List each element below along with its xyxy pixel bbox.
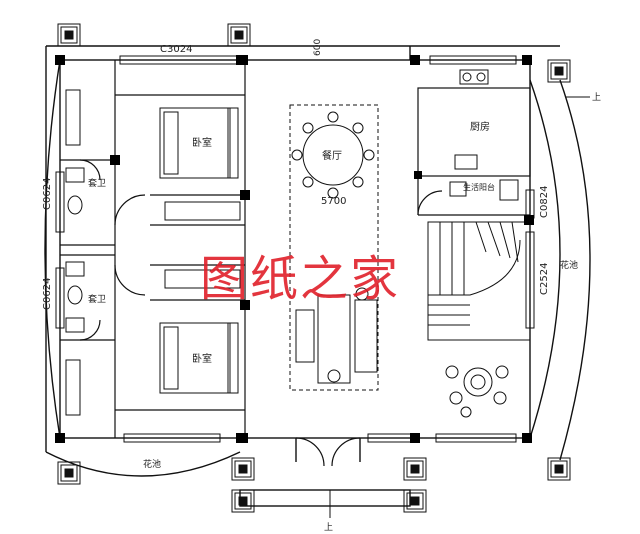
room-label-kitchen: 厨房: [470, 120, 490, 133]
window-label-left-upper: C0624: [42, 178, 53, 210]
window-label-right-upper: C0824: [539, 186, 550, 218]
room-label-bath-lower: 套卫: [88, 293, 106, 305]
window-label-left-lower: C0624: [42, 278, 53, 310]
windows: [55, 55, 535, 443]
bed-lower: [159, 322, 239, 394]
outer-walls: [44, 45, 591, 507]
room-label-bedroom-lower: 卧室: [192, 352, 212, 365]
sofa-set: [295, 287, 378, 384]
interior-walls: [60, 60, 531, 467]
dim-label-600: 600: [313, 39, 323, 56]
window-label-right-lower: C2524: [539, 263, 550, 295]
up-label-bottom: 上: [324, 522, 333, 533]
up-label-right: 上: [592, 92, 601, 103]
room-label-bedroom-upper: 卧室: [192, 136, 212, 149]
up-arrows: [329, 96, 590, 518]
dining-zone: [289, 104, 379, 391]
room-label-bath-upper: 套卫: [88, 177, 106, 189]
bed-upper: [159, 107, 239, 179]
watermark: 图纸之家: [200, 251, 400, 307]
pillars: [55, 55, 534, 443]
room-label-dining: 餐厅: [322, 149, 342, 162]
bath-fixtures: [65, 167, 85, 333]
utility-label: 生活阳台: [463, 182, 495, 192]
dim-label-5700: 5700: [321, 196, 346, 207]
dining-table: [291, 111, 375, 199]
staircase: [427, 221, 531, 341]
corner-posts: [57, 23, 571, 513]
kitchen-fixtures: [449, 69, 519, 201]
patio-plants: [445, 365, 509, 418]
planter-label-bottom: 花池: [143, 458, 161, 470]
window-label-top: C3024: [160, 44, 192, 55]
wardrobes: [65, 89, 241, 416]
planter-label-right: 花池: [560, 259, 578, 271]
